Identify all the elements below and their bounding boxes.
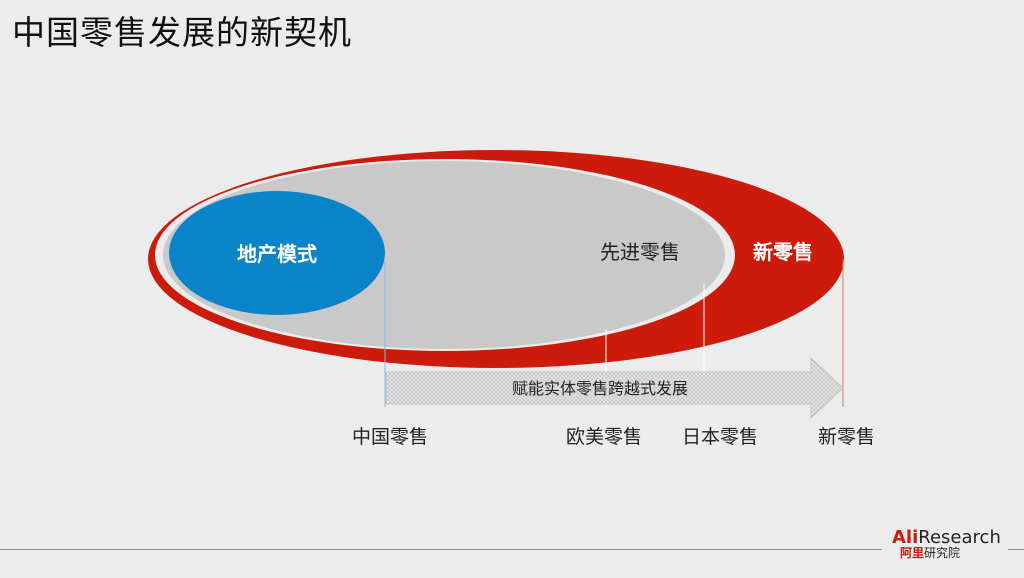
real-estate-model-ellipse [169, 191, 385, 315]
axis-label-europe: 欧美零售 [566, 426, 643, 448]
logo-cn-rest: 研究院 [924, 546, 961, 560]
page-title: 中国零售发展的新契机 [12, 13, 352, 52]
axis-label-japan: 日本零售 [682, 426, 759, 448]
outer-ellipse-label: 新零售 [753, 240, 813, 264]
middle-ellipse-label: 先进零售 [600, 240, 680, 264]
logo-chinese: 阿里研究院 [900, 547, 1001, 559]
footer-divider-right [1008, 549, 1024, 550]
logo-wordmark: AliResearch [892, 529, 1001, 547]
arrow-label: 赋能实体零售跨越式发展 [512, 379, 688, 398]
footer-divider [0, 549, 882, 550]
development-arrow [385, 356, 844, 420]
logo-ali: Ali [892, 527, 919, 548]
aliresearch-logo: AliResearch 阿里研究院 [892, 529, 1001, 560]
inner-ellipse-label: 地产模式 [237, 242, 317, 266]
logo-cn-red: 阿里 [900, 546, 925, 560]
axis-label-china: 中国零售 [352, 426, 429, 448]
axis-label-new-retail: 新零售 [818, 426, 876, 448]
logo-research: Research [918, 527, 1001, 548]
